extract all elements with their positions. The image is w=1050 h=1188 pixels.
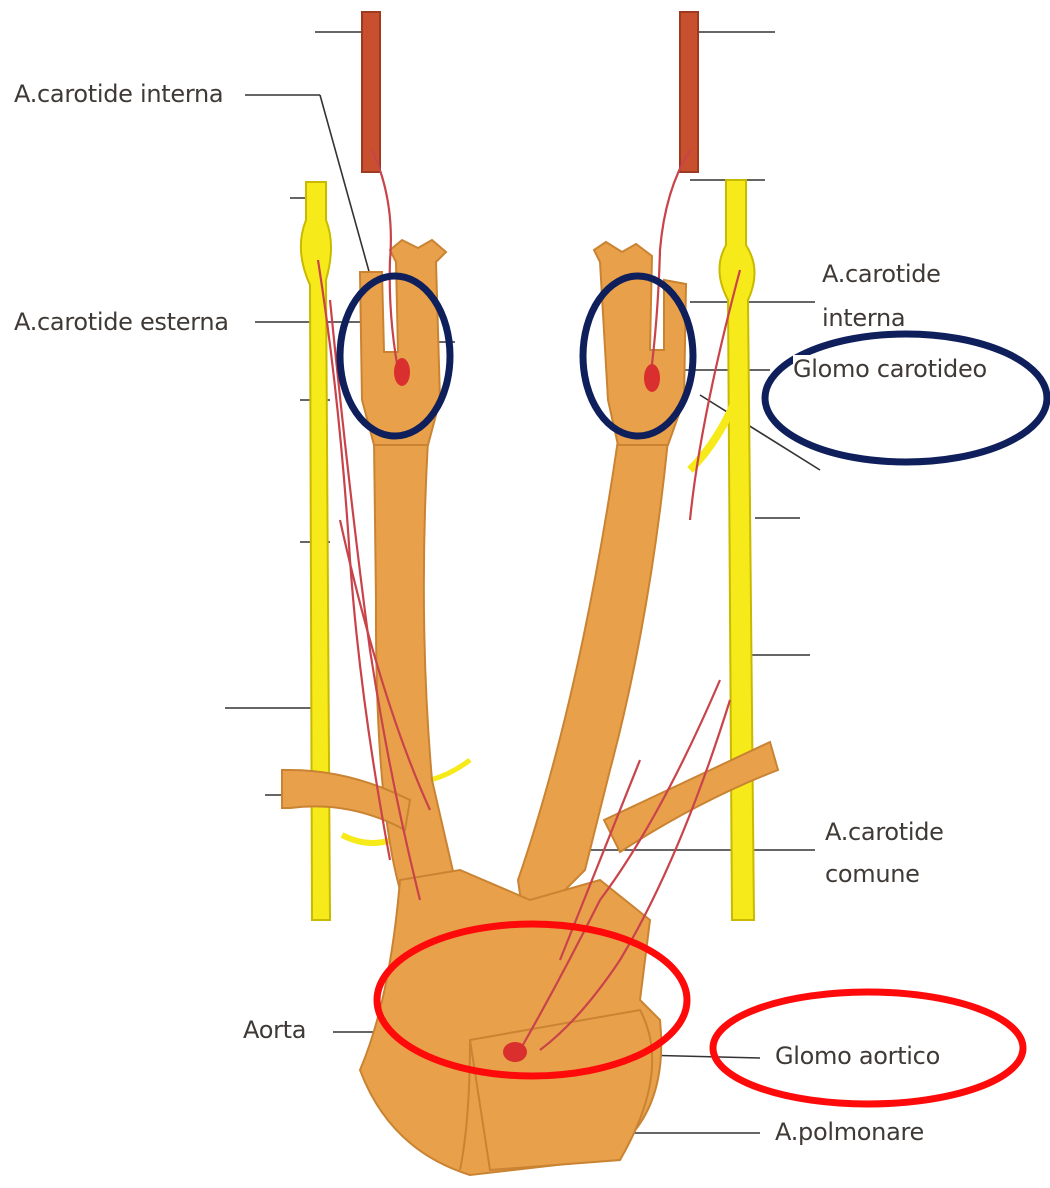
carotid-body-right [644,364,660,392]
label-carotid-body: Glomo carotideo [793,355,987,383]
label-common-carotid-2: comune [825,860,920,888]
label-pulmonary: A.polmonare [775,1118,924,1146]
label-aortic-body: Glomo aortico [775,1042,940,1070]
label-carotid-internal-right-2: interna [822,304,905,332]
label-carotid-internal-right-1: A.carotide [822,260,941,288]
label-common-carotid-1: A.carotide [825,818,944,846]
label-carotid-external-left: A.carotide esterna [14,308,229,336]
label-aorta: Aorta [243,1016,306,1044]
carotid-body-left [394,358,410,386]
arteries [282,240,778,1175]
upper-vessels [362,12,698,172]
aortic-body [503,1042,527,1062]
label-carotid-internal-left: A.carotide interna [14,80,223,108]
highlight-carotid-label [765,334,1047,462]
